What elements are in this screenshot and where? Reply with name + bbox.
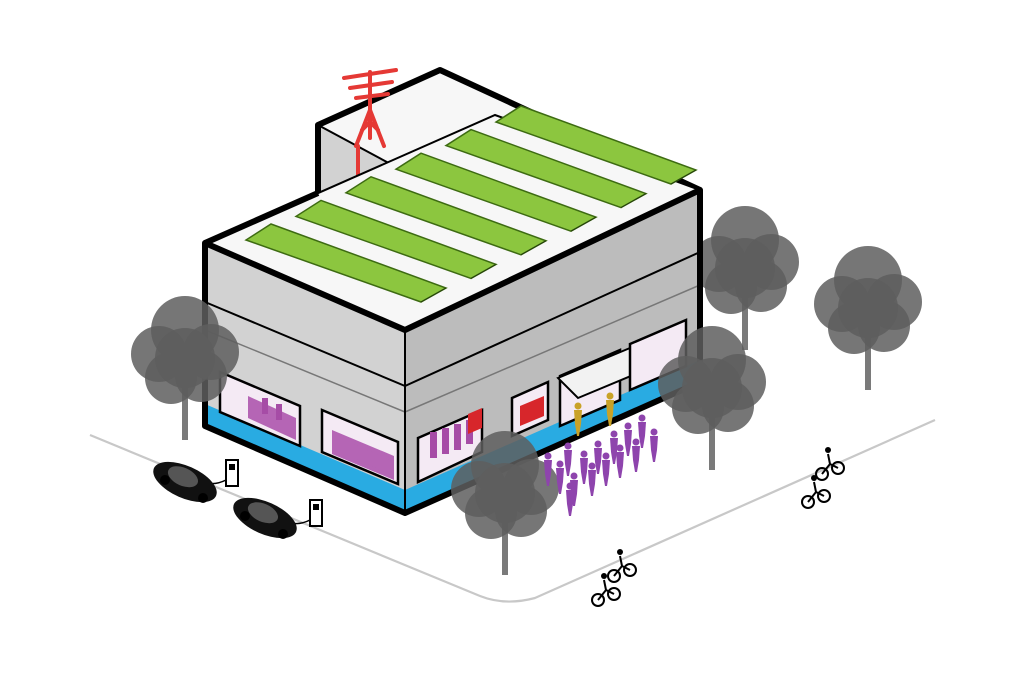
trees-back [691,206,922,390]
trees-front [131,296,766,575]
cyclist-icon [801,475,831,509]
person-icon [580,450,588,484]
person-icon [594,440,602,474]
tree-icon [814,246,922,390]
person-icon [566,482,574,516]
antenna-icon [342,68,398,178]
street-curb [89,418,936,603]
car-icon [153,461,217,503]
tree-icon [131,296,239,440]
person-icon [632,438,640,472]
solar-panel [244,223,448,303]
tree-icon [691,206,799,350]
window [218,370,302,448]
ev-charger-icon [287,499,323,527]
cyclist-icon [591,573,621,607]
person-icon [588,462,596,496]
person-icon [606,392,614,426]
solar-panel [294,199,498,280]
parking [153,459,323,539]
person-icon [602,452,610,486]
solar-panels [244,105,698,303]
crowd [544,392,658,516]
person-icon [616,444,624,478]
window [320,408,400,486]
solar-panel [344,175,548,256]
tree-icon [658,326,766,470]
tree-icon [451,431,559,575]
person-icon [610,430,618,464]
cyclist-icon [815,447,845,481]
building [202,113,703,516]
cyclist-icon [607,549,637,583]
person-icon [650,428,658,462]
solar-panel [394,152,598,233]
window [510,380,550,438]
car-icon [233,497,297,539]
solar-panel [444,128,648,209]
person-icon [544,452,552,486]
person-icon [624,422,632,456]
person-icon [564,442,572,476]
solar-panel [494,105,698,185]
person-icon [638,414,646,448]
person-icon [556,460,564,494]
person-icon [574,402,582,436]
cyclists [591,447,845,607]
